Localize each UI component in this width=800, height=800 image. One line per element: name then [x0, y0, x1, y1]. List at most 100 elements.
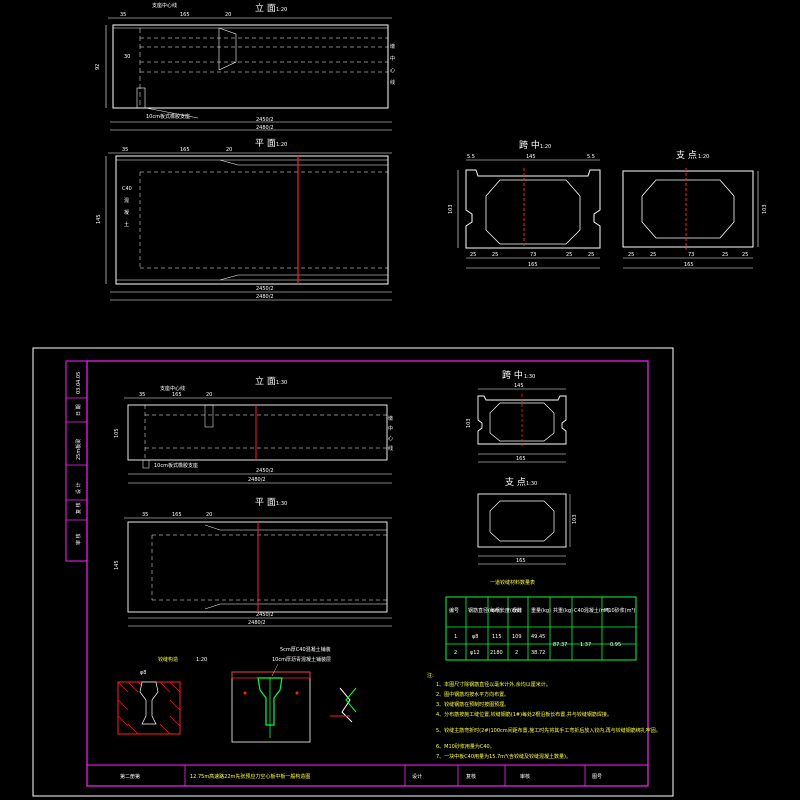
- th-5: 共重(kg): [553, 607, 573, 614]
- sheet-mid-section: 跨 中 1:30 145 103 165: [466, 369, 567, 463]
- sheet-sup-total: 165: [516, 558, 526, 564]
- th-3: 根数: [512, 607, 522, 614]
- top-sup-total: 165: [684, 262, 694, 268]
- top-mid-top-r: 5.5: [587, 154, 595, 160]
- td-0-7: 0.95: [610, 642, 621, 648]
- note-4: 5、铰缝主筋弯折时(2#)100cm间距布置,施工时先将其手工弯折后放入铰内,再…: [436, 727, 661, 734]
- top-sup-dim-2: 73: [688, 252, 694, 258]
- top-plan-title: 平 面: [255, 138, 276, 149]
- sheet-d105: 105: [114, 428, 120, 438]
- td-0-5: 87.37: [553, 642, 567, 648]
- sheet-elevation-view: 立 面 1:30 支座中心线 35 165 20 105 墩 中 心 线 10c…: [114, 375, 393, 484]
- top-side-text-2: 心: [390, 67, 395, 74]
- drawing-sheet: 审 核 复 核 设 计 25m板梁 日 期 03.04.05 第二册第 12.7…: [32, 347, 674, 797]
- top-mid-dim-1: 25: [492, 252, 498, 258]
- th-2: 每根长度(cm): [490, 607, 522, 614]
- top-mid-top-l: 5.5: [467, 154, 475, 160]
- sheet-plan-half-a: 2450/2: [256, 612, 274, 618]
- joint-scale: 1:20: [196, 657, 207, 663]
- sheet-elev-scale: 1:30: [276, 380, 287, 386]
- sheet-sup-h: 103: [572, 514, 578, 524]
- side-label-0: 审 核: [75, 533, 82, 545]
- td-0-6: 1.37: [580, 642, 591, 648]
- sheet-support-section: 支 点 1:30 103 165: [477, 476, 578, 565]
- top-d20: 20: [225, 12, 231, 18]
- sheet-plan-d2: 165: [172, 512, 182, 518]
- sheet-side-0: 墩: [388, 415, 393, 422]
- sheet-plan-w: 145: [114, 560, 120, 570]
- sheet-plan-half-b: 2480/2: [248, 620, 266, 626]
- top-sup-dim-1: 25: [650, 252, 656, 258]
- sheet-plan-d3: 20: [206, 512, 212, 518]
- joint-note-2: 10cm厚沥青混凝土铺装层: [272, 656, 331, 663]
- top-mid-h: 103: [448, 204, 454, 214]
- td-1-0: 2: [454, 650, 457, 656]
- top-side-text-1: 中: [390, 55, 395, 62]
- top-d35: 35: [120, 12, 126, 18]
- top-sup-dim-0: 25: [628, 252, 634, 258]
- top-plan-w: 145: [96, 214, 102, 224]
- top-side-text-3: 线: [390, 79, 395, 86]
- top-plan-side2-0: 混: [124, 197, 129, 204]
- top-mid-dim-0: 25: [470, 252, 476, 258]
- notes-title: 注:: [427, 672, 434, 679]
- note-5: 6、M10砂浆用量为C40。: [436, 743, 495, 750]
- note-3: 4、分布筋按施工缝位置,铰缝钢筋(1#)每处2根沿板长布置,并与铰缝钢筋焊接。: [436, 711, 612, 718]
- sheet-bearing-pad: 10cm板式橡胶支座: [154, 462, 198, 469]
- joint-title: 铰缝构造: [158, 656, 178, 663]
- top-plan-d1: 35: [122, 147, 128, 153]
- sheet-mid-top: 145: [514, 383, 524, 389]
- top-sup-dim-4: 25: [742, 252, 748, 258]
- sheet-mid-scale: 1:30: [524, 374, 535, 380]
- sheet-plan-view: 平 面 1:30 35 165 20 145 2450/2 2480/2: [114, 497, 392, 627]
- top-plan-half-b: 2480/2: [256, 294, 274, 300]
- note-0: 1、本图尺寸除钢筋直径以毫米计外,余均以厘米计。: [436, 681, 551, 688]
- sheet-mid-h: 103: [466, 418, 472, 428]
- top-sup-scale: 1:20: [698, 154, 709, 160]
- top-plan-side: C40: [122, 186, 132, 192]
- notes-block: 注: 1、本图尺寸除钢筋直径以毫米计外,余均以厘米计。 2、图中钢筋均按水平方向…: [427, 672, 661, 760]
- top-mid-dim-2: 73: [530, 252, 536, 258]
- top-bearing-pad: 10cm板式橡胶支座: [146, 113, 190, 120]
- title-review: 审核: [520, 773, 530, 780]
- th-1: 钢筋直径(mm): [468, 607, 502, 614]
- top-mid-top: 145: [526, 154, 536, 160]
- top-side-text-0: 墩: [390, 43, 395, 50]
- top-d92: 92: [95, 64, 101, 70]
- top-plan-side2-2: 土: [124, 221, 129, 228]
- title-check: 复核: [466, 773, 476, 780]
- top-mid-title: 跨 中: [519, 139, 540, 151]
- td-0-0: 1: [454, 634, 457, 640]
- top-support-section: 支 点 1:20 103 25 25 73 25 25 165: [622, 149, 768, 269]
- side-label-2: 设 计: [75, 482, 82, 494]
- sheet-sup-title: 支 点: [505, 476, 526, 488]
- joint-detail: 铰缝构造 1:20 φ8 5cm厚C40混凝土铺装 10cm厚沥青混凝土铺装层: [117, 646, 357, 743]
- top-plan-view: 平 面 1:20 35 165 20 145 C40 混 凝 土 2450/2 …: [96, 138, 392, 301]
- td-1-3: 2: [515, 650, 518, 656]
- th-4: 重量(kg): [531, 607, 551, 614]
- sheet-plan-d1: 35: [142, 512, 148, 518]
- td-0-2: 115: [492, 634, 502, 640]
- sheet-plan-scale: 1:30: [276, 501, 287, 507]
- td-0-3: 109: [512, 634, 522, 640]
- sheet-side-2: 心: [388, 435, 393, 442]
- note-6: 7、一块中板C40用量为15.7m³(含铰缝及铰缝混凝土数量)。: [436, 753, 571, 760]
- top-plan-d3: 20: [226, 147, 232, 153]
- sheet-mid-total: 165: [516, 456, 526, 462]
- note-2: 3、铰缝钢筋在预制时按图预埋。: [436, 701, 509, 708]
- top-plan-side2-1: 凝: [124, 209, 129, 216]
- td-0-1: φ8: [472, 634, 478, 640]
- top-plan-d2: 165: [180, 147, 190, 153]
- sheet-mid-title: 跨 中: [502, 369, 523, 381]
- top-sup-h: 103: [762, 204, 768, 214]
- top-mid-dim-4: 25: [588, 252, 594, 258]
- title-drawing-no: 图号: [592, 774, 602, 780]
- top-mid-section: 跨 中 1:20 145 5.5 5.5 103 25 25 73 25 25 …: [448, 139, 601, 269]
- top-sup-dim-3: 25: [722, 252, 728, 258]
- sheet-side-3: 线: [388, 445, 393, 452]
- top-d30: 30: [124, 54, 130, 60]
- side-label-4: 日 期: [76, 404, 82, 416]
- sheet-half-a: 2450/2: [256, 468, 274, 474]
- sheet-elev-title: 立 面: [255, 375, 276, 387]
